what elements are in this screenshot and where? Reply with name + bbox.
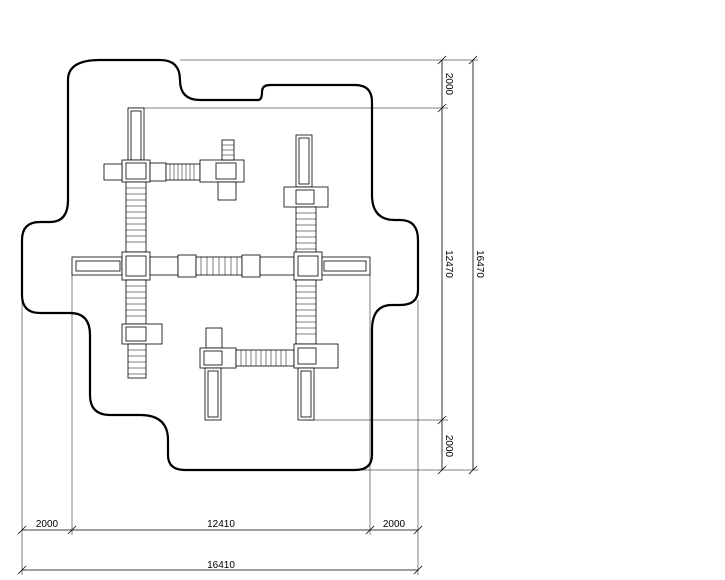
bridge-right-lower [295, 279, 317, 345]
dim-bottom-left: 2000 [36, 519, 59, 530]
platform-center-left [121, 251, 151, 281]
bridge-left-lower [125, 279, 147, 325]
dim-right-total: 16470 [474, 250, 485, 278]
slide-bottom-right [297, 367, 315, 421]
ladder-left-bottom [127, 343, 147, 379]
slide-top-left [127, 107, 145, 164]
dim-right-center: 12470 [443, 250, 454, 278]
step-top-right [217, 181, 237, 201]
bridge-center-c [259, 256, 295, 276]
ladder-bottom-left [205, 327, 223, 349]
dim-bottom-total: 16410 [207, 560, 235, 571]
platform-center-b [241, 254, 261, 278]
slide-bottom-left [204, 367, 222, 421]
dim-right-top: 2000 [443, 73, 454, 96]
dimension-extension-lines [21, 59, 478, 575]
bottom-dimension-lines [17, 525, 423, 575]
bridge-right-vertical [295, 206, 317, 258]
slide-right-horizontal [321, 256, 371, 276]
bridge-left-vertical [125, 181, 147, 253]
slide-top-right [295, 134, 313, 188]
play-structure [71, 107, 371, 421]
outer-safety-boundary [20, 58, 420, 472]
bridge-top-horizontal [165, 163, 201, 181]
bridge-center-a [149, 256, 179, 276]
dim-bottom-right: 2000 [383, 519, 406, 530]
platform-center-a [177, 254, 197, 278]
right-dimension-lines [437, 55, 478, 475]
platform-top-mid [149, 162, 167, 182]
dim-bottom-center: 12410 [207, 519, 235, 530]
dim-right-bottom: 2000 [443, 435, 454, 458]
bridge-bottom-horizontal [235, 349, 295, 367]
slide-left-horizontal [71, 256, 123, 276]
step-left-top [103, 163, 123, 181]
